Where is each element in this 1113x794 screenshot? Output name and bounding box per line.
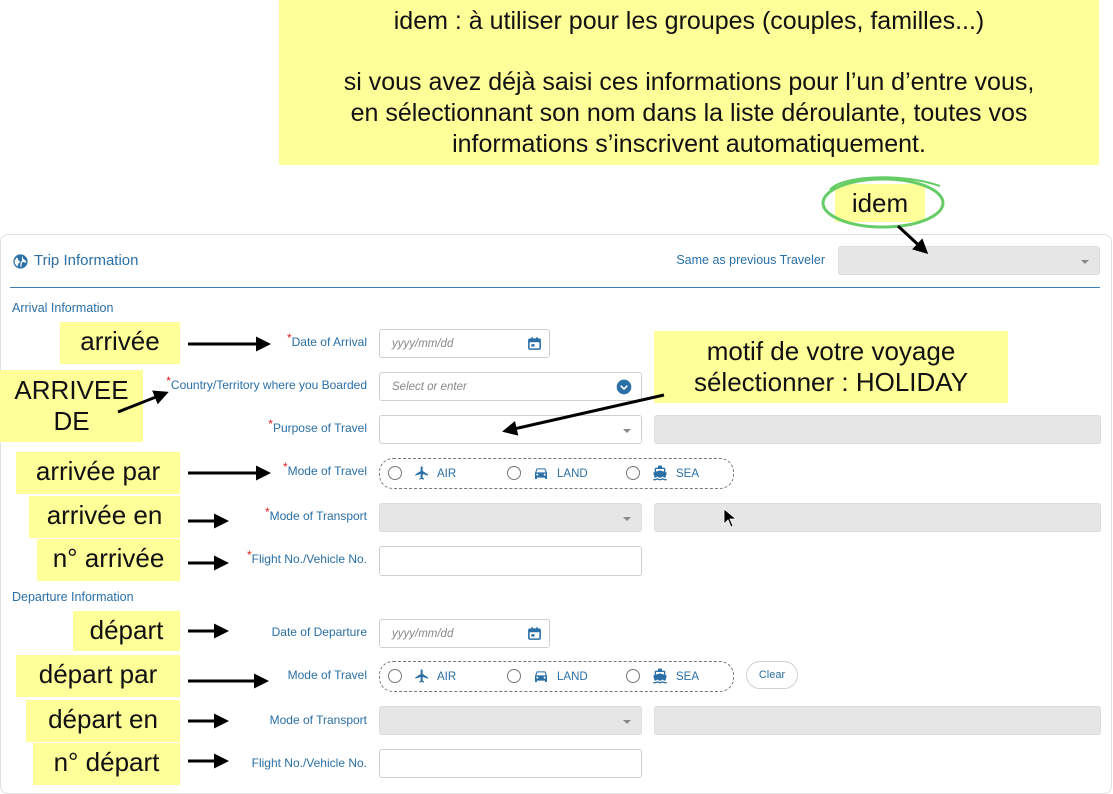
airplane-icon [415,466,428,480]
field-label-text: Date of Arrival [291,335,367,349]
date-of-arrival-input[interactable]: yyyy/mm/dd [379,329,550,358]
required-mark: * [286,331,292,345]
required-mark: * [166,374,171,388]
calendar-icon[interactable] [527,336,542,351]
note-depart-en: départ en [26,700,180,742]
ship-icon [653,465,667,481]
option-label: SEA [676,671,700,683]
radio-sea[interactable] [626,466,640,480]
departure-flight-no-label: Flight No./Vehicle No. [251,756,367,770]
arrival-section-title: Arrival Information [12,301,114,315]
clear-button[interactable]: Clear [746,661,798,689]
radio-air[interactable] [388,669,402,683]
mouse-cursor-icon [723,508,738,528]
note-arrivee-en: arrivée en [29,496,180,538]
note-depart-par: départ par [16,655,180,697]
same-as-previous-select[interactable] [838,246,1100,275]
green-circle-stroke [829,176,941,191]
option-label: AIR [437,671,457,683]
date-of-departure-label: Date of Departure [271,625,367,639]
purpose-of-travel-other [654,415,1101,444]
note-group-info: idem : à utiliser pour les groupes (coup… [279,0,1099,165]
calendar-icon[interactable] [527,626,542,641]
radio-land[interactable] [507,669,521,683]
chevron-down-icon [623,719,631,724]
chevron-down-icon [1081,259,1089,264]
note-arrivee: arrivée [60,322,180,364]
note-line: en sélectionnant son nom dans la liste d… [350,99,1028,127]
departure-mode-of-transport-select[interactable] [379,706,642,735]
departure-flight-no-input[interactable] [379,749,642,778]
radio-sea[interactable] [626,669,640,683]
placeholder: Select or enter [392,380,467,393]
field-label-text: Mode of Travel [287,464,367,478]
option-label: SEA [676,468,700,480]
placeholder: yyyy/mm/dd [392,627,454,640]
departure-mode-of-travel-label: Mode of Travel [287,668,367,682]
note-depart: départ [73,611,180,651]
note-line: ARRIVEE [14,375,129,405]
radio-land[interactable] [507,466,521,480]
arrow-arrivee-de [117,390,169,414]
globe-icon [13,254,28,269]
country-boarded-label: *Country/Territory where you Boarded [140,374,367,392]
arrow-motif [502,393,665,436]
arrival-flight-no-input[interactable] [379,546,642,576]
field-label-text: Country/Territory where you Boarded [170,378,367,392]
green-circle [821,177,945,229]
note-line: motif de votre voyage [706,336,956,366]
required-mark: * [268,417,273,431]
field-label-text: Flight No./Vehicle No. [251,552,367,566]
car-icon [535,671,547,682]
note-no-arrivee: n° arrivée [37,539,180,581]
option-label: LAND [557,468,588,480]
departure-section-title: Departure Information [12,590,134,604]
same-as-previous-label: Same as previous Traveler [676,253,825,267]
chevron-down-icon [623,428,631,433]
option-label: AIR [437,468,457,480]
mode-of-travel-label: *Mode of Travel [200,460,367,478]
arrow-idem [896,224,929,255]
radio-air[interactable] [388,466,402,480]
page-title: Trip Information [34,252,139,269]
departure-mode-of-transport-label: Mode of Transport [269,713,367,727]
departure-mode-of-transport-other [654,706,1101,735]
header-divider [10,287,1100,288]
field-label-text: Mode of Transport [269,509,367,523]
ship-icon [653,668,667,684]
arrival-mode-of-transport-select[interactable] [379,503,642,532]
placeholder: yyyy/mm/dd [392,337,454,350]
field-label-text: Purpose of Travel [272,421,367,435]
required-mark: * [282,460,288,474]
country-boarded-select[interactable]: Select or enter [379,372,642,401]
arrival-mode-of-travel-group [379,458,734,489]
car-icon [535,468,547,479]
note-line: sélectionner : HOLIDAY [693,367,969,397]
note-idem: idem [835,184,925,222]
purpose-of-travel-label: *Purpose of Travel [200,417,367,435]
note-line: idem : à utiliser pour les groupes (coup… [393,7,985,35]
note-line: si vous avez déjà saisi ces informations… [343,68,1035,96]
note-line: DE [53,406,90,436]
airplane-icon [415,669,428,683]
flight-no-label: *Flight No./Vehicle No. [200,548,367,566]
note-arrivee-par: arrivée par [16,452,180,494]
mode-of-transport-label: *Mode of Transport [200,505,367,523]
note-arrivee-de: ARRIVEE DE [0,370,143,442]
date-of-arrival-label: *Date of Arrival [200,331,367,349]
date-of-departure-input[interactable]: yyyy/mm/dd [379,619,550,648]
note-motif: motif de votre voyage sélectionner : HOL… [654,331,1008,403]
chevron-down-circle-icon[interactable] [616,379,632,395]
note-no-depart: n° départ [33,743,180,785]
option-label: LAND [557,671,588,683]
required-mark: * [264,505,270,519]
note-line: informations s’inscrivent automatiquemen… [452,130,926,158]
chevron-down-icon [623,516,631,521]
required-mark: * [246,548,252,562]
departure-mode-of-travel-group [379,661,734,692]
